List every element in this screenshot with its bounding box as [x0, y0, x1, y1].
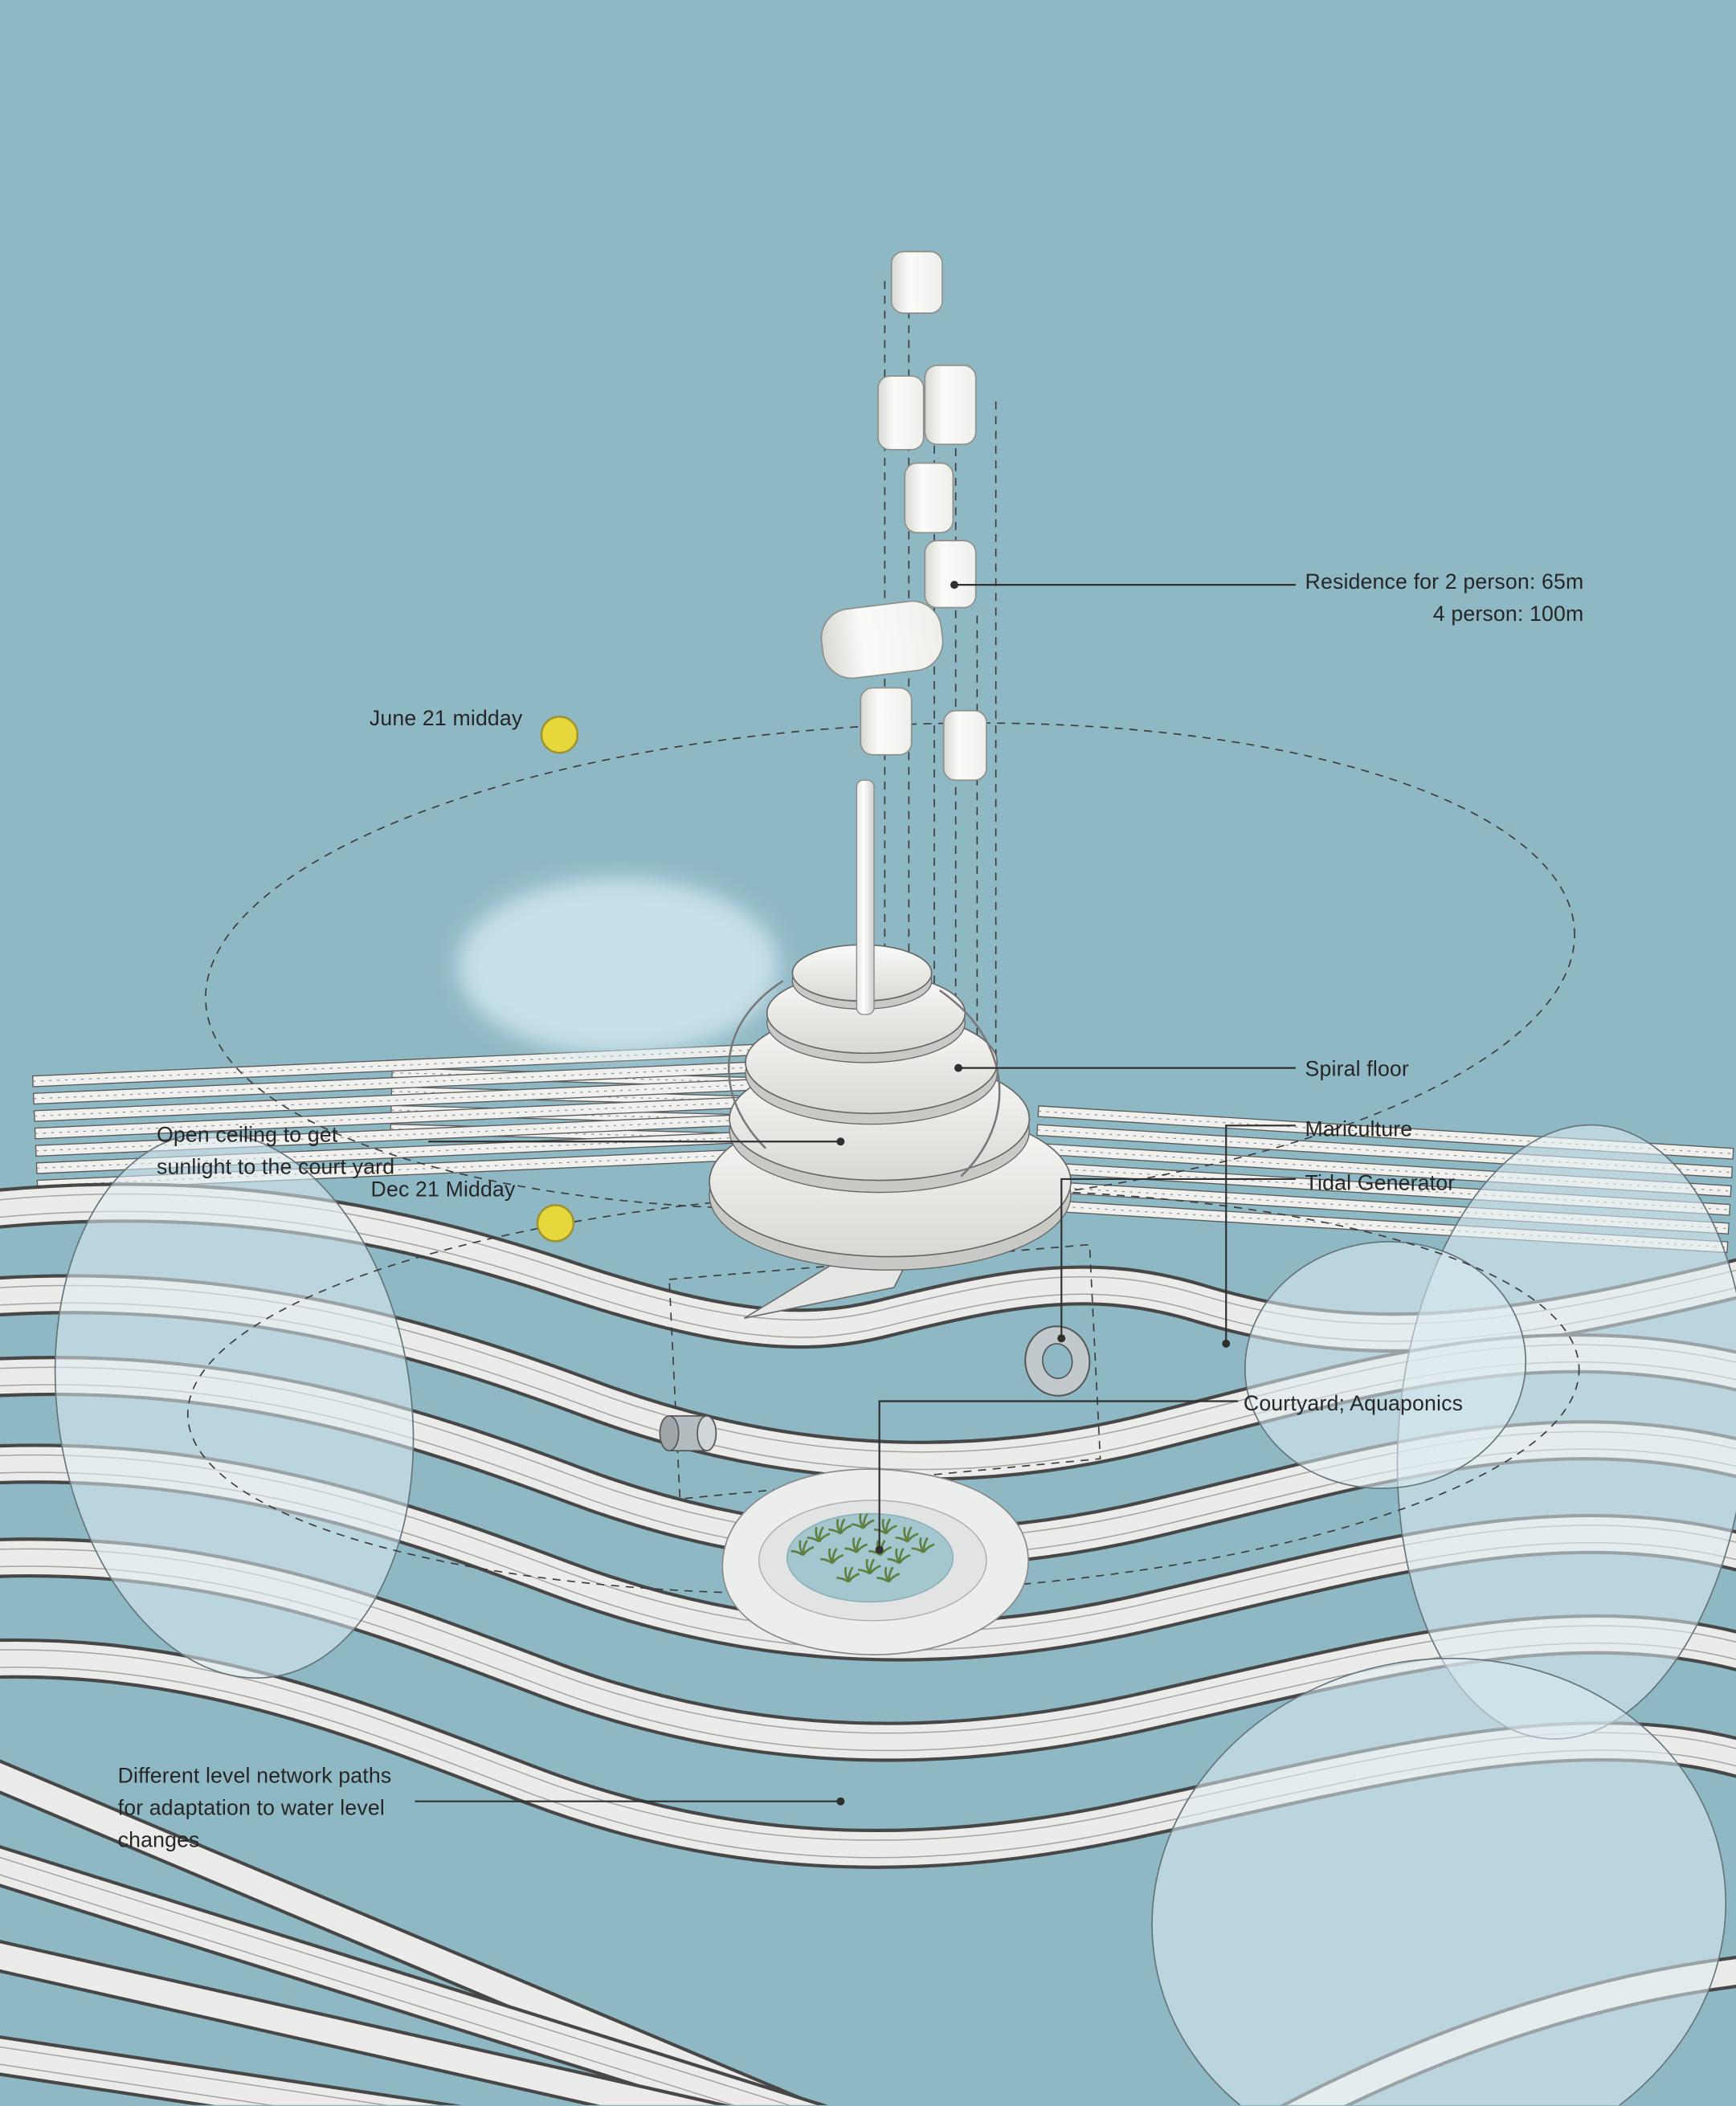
membrane-mariculture — [1244, 1241, 1527, 1489]
central-mast — [856, 779, 875, 1015]
annotation-june-sun: June 21 midday — [369, 708, 523, 731]
annotation-courtyard: Courtyard; Aquaponics — [1243, 1393, 1464, 1416]
residence-module — [924, 365, 977, 446]
leader-lines — [415, 581, 1296, 1806]
residence-module — [890, 251, 943, 314]
annotation-spiral-floor: Spiral floor — [1305, 1058, 1409, 1082]
annotation-tidal-generator: Tidal Generator — [1305, 1172, 1456, 1195]
annotation-mariculture: Mariculture — [1305, 1118, 1413, 1142]
residence-module — [924, 540, 977, 609]
courtyard-pond — [786, 1512, 954, 1603]
residence-modules — [820, 251, 987, 782]
residence-module — [904, 462, 954, 533]
membrane-bottom-right — [1151, 1657, 1727, 2105]
annotation-network-paths: Different level network paths for adapta… — [117, 1765, 392, 1853]
annotation-dec-sun: Dec 21 Midday — [370, 1178, 516, 1202]
spiral-floor-structure — [709, 779, 1072, 1320]
residence-module-slab — [820, 600, 944, 680]
residence-module — [877, 375, 925, 451]
annotation-residence: Residence for 2 person: 65m 4 person: 10… — [1305, 571, 1584, 626]
sun-path-december — [186, 1189, 1580, 1595]
residence-module — [860, 687, 913, 756]
annotation-open-ceiling: Open ceiling to get sunlight to the cour… — [156, 1124, 395, 1179]
leader-tidal-generator — [1060, 1177, 1296, 1339]
membrane-left — [54, 1132, 415, 1679]
courtyard-aquaponics — [721, 1468, 1029, 1655]
tidal-generator-ring — [1024, 1325, 1091, 1397]
spiral-ramp-left — [728, 980, 784, 1149]
sun-marker-june — [540, 716, 579, 754]
sun-marker-december — [536, 1204, 575, 1243]
leader-courtyard — [878, 1400, 1239, 1550]
generator-cylinder — [659, 1415, 717, 1451]
haze-cloud — [457, 878, 779, 1055]
water-membranes — [54, 878, 1736, 2105]
spiral-ramp-right — [938, 989, 1001, 1177]
residence-module — [942, 709, 987, 782]
leader-mariculture — [1225, 1124, 1296, 1344]
